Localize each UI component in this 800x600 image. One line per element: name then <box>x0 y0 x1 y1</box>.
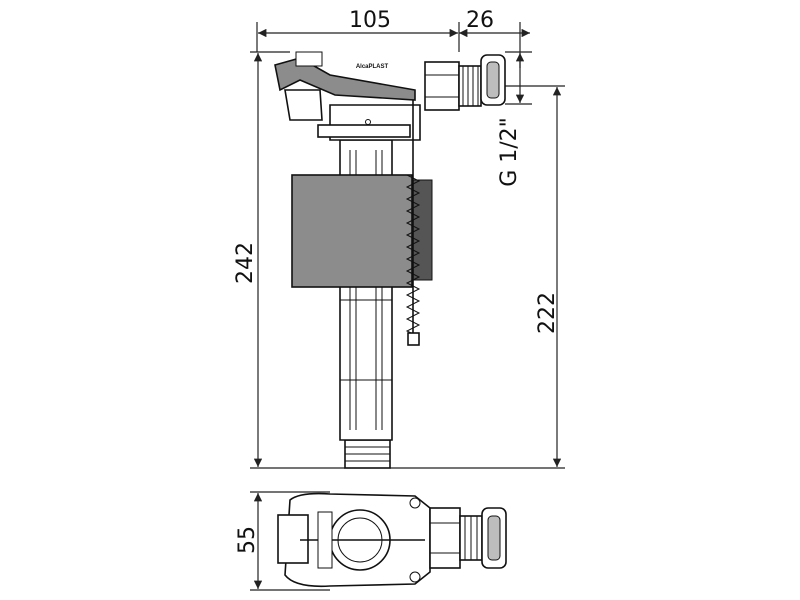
dimension-105: 105 <box>256 8 460 52</box>
float <box>291 174 413 288</box>
dimension-thread: G 1/2" <box>497 51 532 187</box>
connection-nut <box>424 61 460 111</box>
lever-pivot <box>284 89 323 121</box>
dimension-222: 222 <box>390 85 565 469</box>
dimension-242: 242 <box>233 51 345 469</box>
dim-222-label: 222 <box>535 292 560 334</box>
brand-label: AlcaPLAST <box>356 64 389 70</box>
top-view-float-clip <box>277 514 309 564</box>
adjust-rod <box>405 100 421 346</box>
dim-105-label: 105 <box>349 8 391 33</box>
dim-26-label: 26 <box>466 8 494 33</box>
float-side <box>411 179 433 281</box>
fill-valve-front-view: AlcaPLAST <box>274 51 506 469</box>
top-view-nut <box>429 507 461 569</box>
fill-valve-top-view <box>277 492 507 588</box>
dim-55-label: 55 <box>235 526 260 554</box>
dimension-26: 26 <box>459 8 530 68</box>
dimension-55: 55 <box>235 491 330 591</box>
dim-thread-label: G 1/2" <box>497 117 522 187</box>
dim-242-label: 242 <box>233 242 258 284</box>
